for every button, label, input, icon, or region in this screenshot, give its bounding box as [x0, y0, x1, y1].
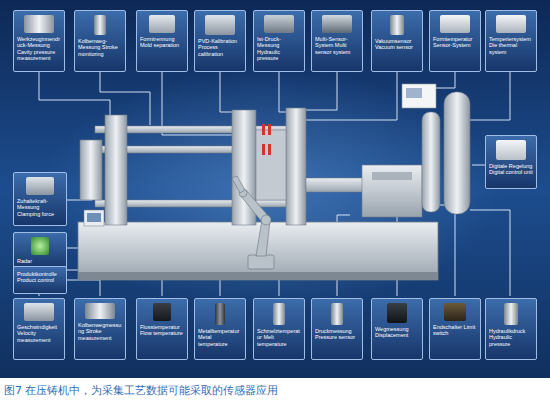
sensor-label: PVD-Kalibration Process calibration	[195, 11, 245, 60]
injection-detail	[372, 172, 412, 180]
robot-arm	[232, 176, 274, 269]
bed-foot	[78, 272, 438, 280]
sensor-icon	[205, 15, 235, 35]
sensor-box: Endschalter Limit switch	[429, 298, 481, 360]
figure-caption: 图7 在压铸机中，为采集工艺数据可能采取的传感器应用	[4, 383, 279, 398]
sensor-label: Kolbenweg-Messung Stroke monitoring	[75, 11, 125, 60]
sensor-box: Zuhaltekraft-Messung Clamping force	[13, 172, 67, 226]
sensor-box: Multi-Sensor-System Multi sensor system	[311, 10, 363, 72]
sensor-icon	[390, 15, 404, 35]
sensor-icon	[215, 303, 225, 325]
sensor-icon	[504, 303, 518, 325]
monitor-screen	[87, 213, 101, 222]
sensor-label: Metalltemperatur Metal temperature	[195, 299, 245, 350]
sensor-box: Werkzeuginnendruck-Messung Cavity pressu…	[13, 10, 65, 72]
sensor-label: Radar	[14, 233, 66, 267]
sensor-label: Formtemperatur Sensor-System	[430, 11, 480, 52]
control-box	[402, 84, 436, 108]
sensor-box: Digitale Regelung Digital control unit	[485, 135, 537, 189]
sensor-icon	[264, 15, 294, 33]
sensor-label: Kolbenwegmessung Stroke measurement	[75, 299, 125, 344]
sensor-icon	[387, 303, 407, 323]
sensor-label: Wegmessung Displacement	[372, 299, 422, 342]
sensor-icon	[26, 177, 54, 195]
sensor-icon	[273, 303, 285, 325]
sensor-icon	[149, 15, 175, 33]
sensor-box: Temperiersystem Die thermal system	[485, 10, 537, 72]
red-marker	[262, 124, 265, 135]
clamp-cylinder	[80, 140, 102, 200]
sensor-label: Hydraulikdruck Hydraulic pressure	[486, 299, 536, 350]
sensor-label: Flusstemperatur Flow temperature	[137, 299, 187, 340]
sensor-box: Formtrennung Mold separation	[136, 10, 188, 72]
sensor-box: Geschwindigkeit Velocity measurement	[13, 298, 65, 360]
sensor-label: Endschalter Limit switch	[430, 299, 480, 340]
sensor-label: Digitale Regelung Digital control unit	[486, 136, 536, 179]
red-marker	[268, 144, 271, 155]
fixed-platen	[286, 108, 306, 225]
sensor-icon	[85, 303, 115, 319]
sensor-icon	[496, 140, 526, 160]
glow	[40, 70, 500, 310]
leader-lines	[39, 72, 510, 296]
die	[256, 130, 286, 200]
sensor-label: Produktkontrolle Product control	[14, 267, 66, 287]
sensor-label: Druckmessung Pressure sensor	[312, 299, 362, 344]
sensor-icon	[31, 237, 49, 255]
injection-unit	[362, 165, 422, 217]
sensor-label: Multi-Sensor-System Multi sensor system	[312, 11, 362, 58]
sensor-box: Ist-Druck-Messung Hydraulic pressure	[253, 10, 305, 72]
background	[0, 0, 550, 378]
sensor-icon	[24, 15, 54, 33]
sensor-icon	[322, 15, 352, 33]
sensor-box: Schmelztemperatur Melt temperature	[253, 298, 305, 360]
sensor-icon	[331, 303, 343, 325]
shot-cylinder	[306, 178, 366, 192]
sensor-icon	[440, 15, 470, 33]
red-marker	[262, 144, 265, 155]
sensor-box: Vakuumsensor Vacuum sensor	[371, 10, 423, 72]
sensor-box: Produktkontrolle Product control	[13, 266, 67, 294]
sensor-box: Kolbenweg-Messung Stroke monitoring	[74, 10, 126, 72]
sensor-icon	[496, 15, 526, 33]
sensor-box: Druckmessung Pressure sensor	[311, 298, 363, 360]
red-marker	[268, 124, 271, 135]
sensor-box: Formtemperatur Sensor-System	[429, 10, 481, 72]
sensor-box: Wegmessung Displacement	[371, 298, 423, 360]
sensor-label: Formtrennung Mold separation	[137, 11, 187, 52]
sensor-box: Kolbenwegmessung Stroke measurement	[74, 298, 126, 360]
sensor-label: Schmelztemperatur Melt temperature	[254, 299, 304, 350]
sensor-label: Ist-Druck-Messung Hydraulic pressure	[254, 11, 304, 64]
sensor-box: Radar	[13, 232, 67, 270]
sensor-label: Vakuumsensor Vacuum sensor	[372, 11, 422, 54]
accumulator	[444, 92, 470, 214]
sensor-label: Temperiersystem Die thermal system	[486, 11, 536, 58]
sensor-icon	[24, 303, 54, 321]
sensor-icon	[153, 303, 171, 321]
control-screen	[406, 88, 422, 98]
sensor-label: Werkzeuginnendruck-Messung Cavity pressu…	[14, 11, 64, 64]
sensor-box: Metalltemperatur Metal temperature	[194, 298, 246, 360]
sensor-label: Zuhaltekraft-Messung Clamping force	[14, 173, 66, 220]
sensor-icon	[94, 15, 106, 35]
sensor-icon	[444, 303, 466, 321]
accumulator	[422, 112, 440, 212]
sensor-box: Hydraulikdruck Hydraulic pressure	[485, 298, 537, 360]
sensor-label: Geschwindigkeit Velocity measurement	[14, 299, 64, 346]
monitor	[84, 210, 104, 226]
sensor-box: PVD-Kalibration Process calibration	[194, 10, 246, 72]
rear-platen	[105, 115, 127, 225]
sensor-box: Flusstemperatur Flow temperature	[136, 298, 188, 360]
